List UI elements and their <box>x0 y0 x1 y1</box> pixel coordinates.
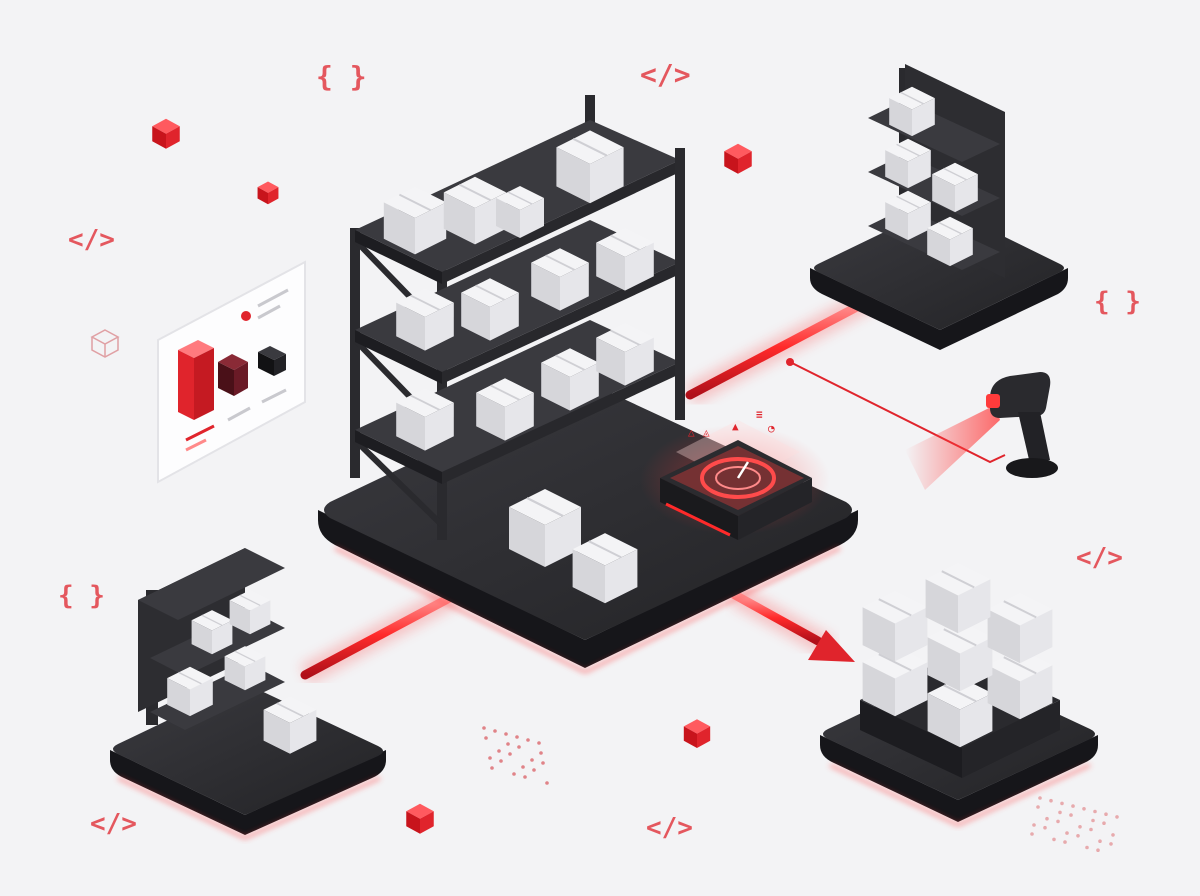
dot <box>1076 834 1080 838</box>
dot <box>506 742 510 746</box>
dot <box>1082 807 1086 811</box>
dot <box>499 759 503 763</box>
dot <box>1056 819 1060 824</box>
code-tag-icon: </> <box>90 809 137 839</box>
dot <box>523 775 527 779</box>
dot <box>1089 827 1093 832</box>
dot <box>517 745 521 749</box>
dot <box>493 729 497 733</box>
dot <box>1109 842 1113 846</box>
dot <box>1069 813 1073 817</box>
dot <box>1104 812 1108 816</box>
dot <box>545 781 549 785</box>
dot <box>497 749 501 753</box>
dot <box>1096 848 1100 852</box>
dot <box>1102 821 1106 825</box>
code-tag-icon: </> <box>68 225 115 255</box>
decor-cubes <box>90 118 752 834</box>
dot <box>490 766 494 770</box>
arrow-head <box>808 630 855 662</box>
dot <box>512 772 516 776</box>
dot <box>1043 825 1047 830</box>
code-tag-icon: </> <box>1076 543 1123 573</box>
dot <box>482 726 486 730</box>
svg-text:≡: ≡ <box>756 408 763 421</box>
dot <box>508 752 512 756</box>
dot <box>1093 809 1097 814</box>
svg-text:◬: ◬ <box>703 426 710 439</box>
code-tag-icon: </> <box>640 58 691 91</box>
dot <box>539 751 543 755</box>
dot <box>521 765 525 769</box>
control-hub-icon[interactable]: △ ◬ ▲ ≡ ◔ <box>640 408 830 540</box>
barcode-scanner-icon <box>905 372 1058 490</box>
braces-icon: { } <box>58 581 105 611</box>
dot <box>484 736 488 740</box>
dot <box>1078 825 1082 829</box>
dot <box>530 758 534 762</box>
dot <box>1111 833 1115 837</box>
dot <box>1071 804 1075 808</box>
dot <box>1038 796 1042 800</box>
dot <box>1091 818 1095 823</box>
analytics-panel-icon <box>157 260 306 484</box>
dot <box>1058 810 1062 815</box>
pallet-stack-icon <box>820 562 1098 827</box>
code-tag-icon: </> <box>646 813 693 843</box>
connection-beams <box>299 290 1006 685</box>
dot <box>541 761 545 765</box>
shelf-platform-bottom-left <box>110 548 386 840</box>
svg-text:△: △ <box>688 426 695 439</box>
dot-grid-bottom-center <box>482 726 549 785</box>
dot <box>1030 832 1034 836</box>
hologram-glyphs: △ ◬ ▲ ≡ ◔ <box>688 408 775 439</box>
decor-glyphs: </> </> </> </> </> { } { } { } <box>58 58 1141 843</box>
dot <box>1052 837 1056 842</box>
dot <box>1060 801 1064 806</box>
dot <box>526 738 530 742</box>
dot <box>1063 840 1067 844</box>
dot <box>532 768 536 772</box>
dot <box>1032 823 1036 827</box>
braces-icon: { } <box>316 60 367 93</box>
dot <box>504 732 508 736</box>
dot <box>1036 805 1040 809</box>
dot <box>1045 816 1049 821</box>
dot <box>1115 815 1119 819</box>
svg-text:◔: ◔ <box>768 422 775 435</box>
dot <box>1098 839 1102 843</box>
dot <box>537 741 541 745</box>
dot-grid-bottom-right <box>1030 796 1119 852</box>
dot <box>1049 798 1053 803</box>
shelf-platform-top-right <box>810 64 1068 350</box>
svg-text:▲: ▲ <box>732 420 739 433</box>
dot <box>515 735 519 739</box>
dot <box>1085 845 1089 850</box>
outline-cube-icon <box>90 329 120 358</box>
main-shelf-rack <box>350 95 685 540</box>
dot <box>488 756 492 760</box>
braces-icon: { } <box>1094 287 1141 317</box>
dot <box>1065 831 1069 835</box>
